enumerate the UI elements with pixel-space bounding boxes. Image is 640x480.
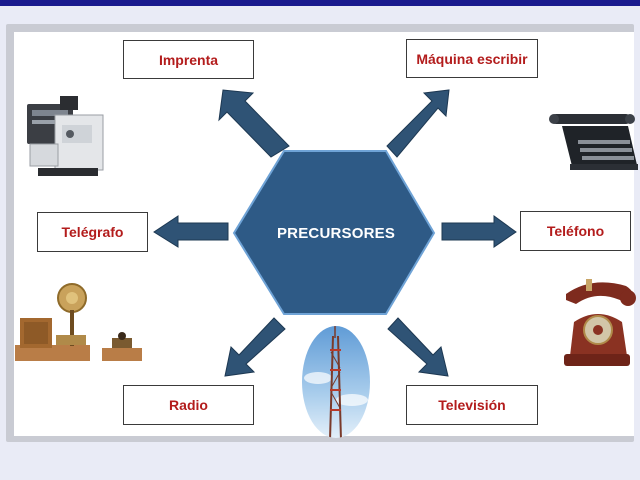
node-imprenta: Imprenta — [123, 40, 254, 79]
center-hexagon — [232, 150, 436, 315]
arrow-to-television — [387, 317, 449, 377]
node-telegrafo-label: Telégrafo — [61, 224, 124, 240]
arrow-to-telefono — [441, 215, 517, 248]
node-radio-label: Radio — [169, 397, 208, 413]
node-maquina-escribir-label: Máquina escribir — [416, 50, 528, 67]
arrow-to-maquina — [386, 89, 450, 158]
center-label: PRECURSORES — [276, 224, 396, 242]
antenna-tower-image — [302, 326, 370, 438]
telegraph-image — [15, 283, 142, 361]
node-radio: Radio — [123, 385, 254, 425]
node-imprenta-label: Imprenta — [158, 51, 219, 68]
node-maquina-escribir: Máquina escribir — [406, 39, 538, 78]
arrow-to-imprenta — [218, 89, 290, 158]
node-telefono-label: Teléfono — [546, 223, 605, 239]
printing-press-image — [27, 96, 104, 176]
node-television-label: Televisión — [438, 397, 506, 413]
arrow-to-telegrafo — [153, 215, 229, 248]
node-television: Televisión — [406, 385, 538, 425]
node-telegrafo: Telégrafo — [37, 212, 148, 252]
arrow-to-radio — [224, 317, 286, 377]
top-accent-bar — [0, 0, 640, 6]
node-telefono: Teléfono — [520, 211, 631, 251]
typewriter-image — [549, 114, 638, 170]
telephone-image — [564, 279, 636, 366]
